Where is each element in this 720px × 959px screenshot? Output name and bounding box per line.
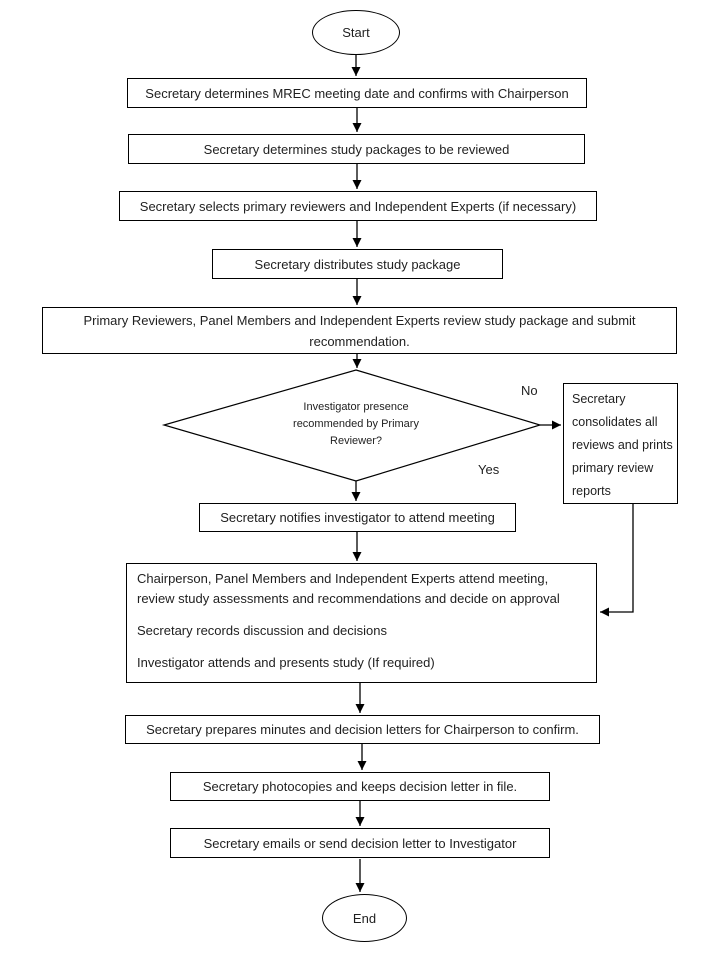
process-box-review-package: Primary Reviewers, Panel Members and Ind…	[42, 307, 677, 354]
process-box-select-reviewers: Secretary selects primary reviewers and …	[119, 191, 597, 221]
process-box-prepare-minutes: Secretary prepares minutes and decision …	[125, 715, 600, 744]
process-box-confirm-date: Secretary determines MREC meeting date a…	[127, 78, 587, 108]
process-box-label: Secretary selects primary reviewers and …	[139, 198, 577, 214]
process-box-notify-investigator: Secretary notifies investigator to atten…	[199, 503, 516, 532]
meeting-paragraph-investigator: Investigator attends and presents study …	[137, 655, 435, 670]
decision-label-yes: Yes	[478, 462, 500, 477]
process-box-label: Secretary distributes study package	[254, 256, 461, 272]
process-box-distribute-package: Secretary distributes study package	[212, 249, 503, 279]
process-box-consolidate-reviews: Secretary consolidates all reviews and p…	[563, 383, 678, 504]
start-label: Start	[342, 25, 370, 40]
process-box-label: Secretary emails or send decision letter…	[203, 835, 517, 851]
process-box-label: Secretary consolidates all reviews and p…	[572, 392, 673, 498]
process-box-label: Secretary prepares minutes and decision …	[146, 722, 579, 737]
process-box-email-letter: Secretary emails or send decision letter…	[170, 828, 550, 858]
arrow-nobranch-to-meeting	[600, 504, 634, 617]
meeting-paragraph-records: Secretary records discussion and decisio…	[137, 623, 388, 638]
process-box-photocopy-letter: Secretary photocopies and keeps decision…	[170, 772, 550, 801]
end-label: End	[352, 910, 377, 926]
process-box-label: Secretary photocopies and keeps decision…	[202, 779, 518, 794]
end-terminator: End	[322, 894, 407, 942]
decision-question: Investigator presence recommended by Pri…	[293, 401, 419, 447]
process-box-meeting: Chairperson, Panel Members and Independe…	[126, 563, 597, 683]
process-box-label: Secretary determines study packages to b…	[203, 141, 510, 157]
meeting-paragraph-attend: Chairperson, Panel Members and Independe…	[137, 571, 560, 606]
process-box-label: Secretary determines MREC meeting date a…	[145, 85, 569, 101]
process-box-label: Primary Reviewers, Panel Members and Ind…	[83, 312, 636, 349]
process-box-determine-packages: Secretary determines study packages to b…	[128, 134, 585, 164]
process-box-label: Secretary notifies investigator to atten…	[220, 510, 495, 525]
start-terminator: Start	[312, 10, 400, 55]
decision-label-no: No	[521, 383, 538, 398]
